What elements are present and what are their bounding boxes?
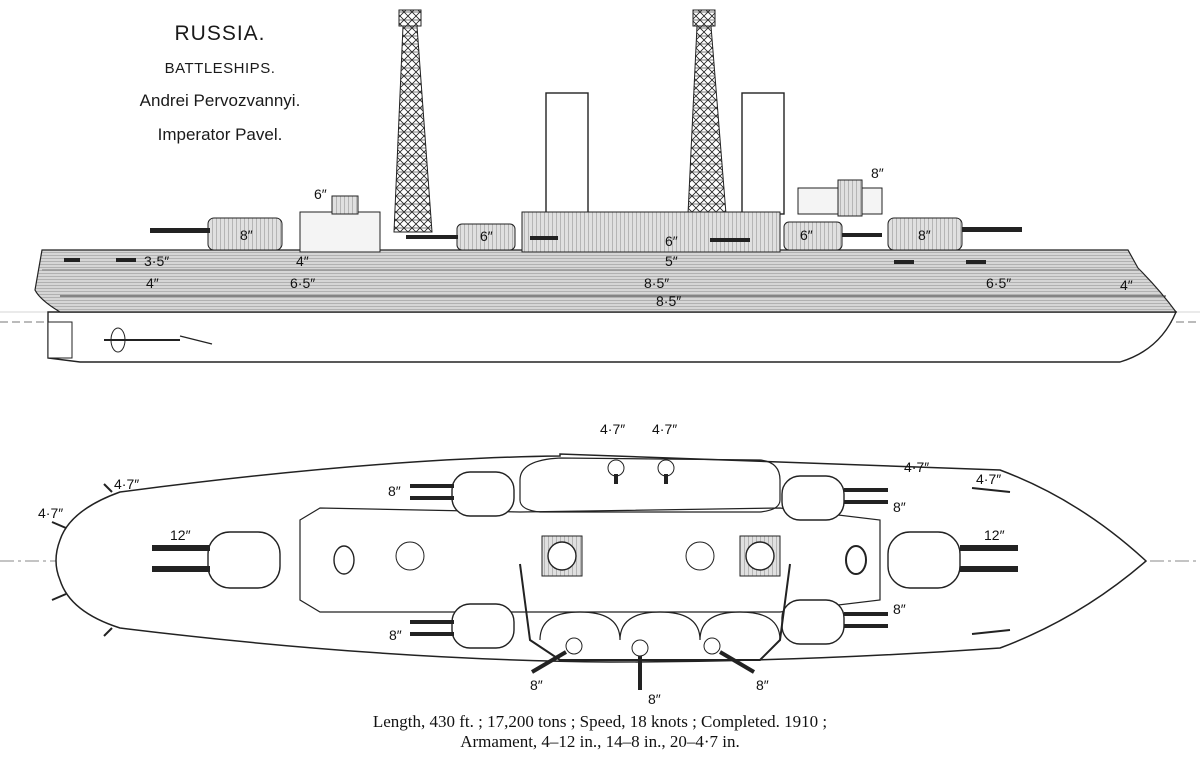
plan-47-mount: [607, 459, 625, 477]
plan-12in-turret-aft: [887, 531, 1018, 589]
plan-8in-turret-ll: [410, 603, 515, 649]
fore-8in-turret-profile: [150, 217, 283, 251]
label-8in-ll: 8″: [389, 627, 402, 643]
bow-gun: [64, 258, 80, 262]
side-gun: [103, 483, 113, 493]
side-gun: [51, 521, 67, 529]
caption-line-1: Length, 430 ft. ; 17,200 tons ; Speed, 1…: [372, 712, 828, 731]
plan-8in-bottom-right-mount: [703, 637, 721, 655]
fore-6in-mount: [331, 195, 359, 215]
side-gun: [103, 627, 113, 637]
plan-fore-mast-ring: [395, 541, 425, 571]
plan-hull-outline: [55, 453, 1148, 663]
label-armor-4-stern: 4″: [1120, 277, 1133, 293]
caption-line-2: Armament, 4–12 in., 14–8 in., 20–4·7 in.: [460, 732, 740, 751]
label-gun-6in-upper: 6″: [314, 186, 327, 202]
title-block: RUSSIA. BATTLESHIPS. Andrei Pervozvannyi…: [60, 22, 380, 159]
label-armor-3-5: 3·5″: [144, 253, 169, 269]
plan-8in-turret-ur: [781, 475, 888, 521]
plan-central-structure: [519, 457, 781, 513]
side-gun: [971, 629, 1011, 635]
label-47-top-left: 4·7″: [600, 421, 625, 437]
ship-name-1: Andrei Pervozvannyi.: [139, 91, 301, 110]
label-8in-ul: 8″: [388, 483, 401, 499]
label-8in-bottom-center: 8″: [648, 691, 661, 707]
label-armor-6-5-fwd: 6·5″: [290, 275, 315, 291]
hull-underwater: [47, 311, 1178, 363]
label-8in-bottom-right: 8″: [756, 677, 769, 693]
aft-8in-turret-profile: [887, 217, 1022, 251]
plan-main-mast-ring: [685, 541, 715, 571]
label-armor-4-bow: 4″: [146, 275, 159, 291]
label-gun-8in-rear: 8″: [871, 165, 884, 181]
label-turret-6in-fwd: 6″: [480, 228, 493, 244]
label-armor-5: 5″: [665, 253, 678, 269]
country-title: RUSSIA.: [174, 22, 266, 45]
plan-fore-mast-base: [333, 545, 355, 575]
plan-8in-bottom-left-mount: [565, 637, 583, 655]
label-armor-8-5-b: 8·5″: [656, 293, 681, 309]
side-gun: [51, 593, 67, 601]
aft-6in-turret-profile: [783, 221, 882, 251]
ship-name-2: Imperator Pavel.: [157, 125, 283, 144]
plan-main-mast-base: [845, 545, 867, 575]
label-turret-8in-aft: 8″: [918, 227, 931, 243]
label-armor-8-5-a: 8·5″: [644, 275, 669, 291]
label-armor-6-5-aft: 6·5″: [986, 275, 1011, 291]
label-8in-lr: 8″: [893, 601, 906, 617]
casemate-gun: [530, 236, 558, 240]
plan-8in-bottom-center-mount: [631, 639, 649, 657]
plan-47-mount: [657, 459, 675, 477]
plan-deck-outline: [299, 507, 881, 613]
fore-lattice-mast: [393, 9, 433, 233]
label-center-6in: 6″: [665, 233, 678, 249]
specifications-caption: Length, 430 ft. ; 17,200 tons ; Speed, 1…: [0, 712, 1200, 752]
stern-gun: [966, 260, 986, 264]
label-armor-4-upper: 4″: [296, 253, 309, 269]
fore-bridge-block: [299, 211, 381, 253]
label-turret-6in-aft: 6″: [800, 227, 813, 243]
label-12in-right: 12″: [984, 527, 1005, 543]
main-lattice-mast: [687, 9, 727, 215]
bow-gun: [116, 258, 136, 262]
plan-view: 4·7″ 4·7″ 4·7″ 4·7″ 4·7″ 4·7″ 8″ 8″ 12″ …: [0, 421, 1200, 707]
casemate-gun: [710, 238, 750, 242]
propeller-and-rudder: [47, 321, 213, 359]
label-47-stern-b: 4·7″: [976, 471, 1001, 487]
central-casemate: [521, 211, 781, 253]
label-8in-bottom-left: 8″: [530, 677, 543, 693]
label-turret-8in-fwd: 8″: [240, 227, 253, 243]
stern-gun: [894, 260, 914, 264]
class-title: BATTLESHIPS.: [164, 60, 276, 77]
profile-view: 6″ 8″ 8″ 6″ 6″ 6″ 8″ 3·5″ 4″ 5″ 4″ 6·5″ …: [0, 9, 1200, 363]
side-gun: [971, 487, 1011, 493]
plan-12in-turret-fwd: [152, 531, 281, 589]
label-8in-ur: 8″: [893, 499, 906, 515]
fore-funnel: [545, 92, 589, 215]
aft-8in-mount: [837, 179, 863, 217]
fore-6in-turret-profile: [406, 223, 516, 251]
label-12in-left: 12″: [170, 527, 191, 543]
plan-8in-turret-ul: [410, 471, 515, 517]
label-47-top-right: 4·7″: [652, 421, 677, 437]
label-47-stern-a: 4·7″: [904, 459, 929, 475]
label-47-bow-tip: 4·7″: [38, 505, 63, 521]
plan-lower-casemate: [519, 563, 791, 661]
label-47-bow-upper: 4·7″: [114, 476, 139, 492]
aft-funnel: [741, 92, 785, 215]
